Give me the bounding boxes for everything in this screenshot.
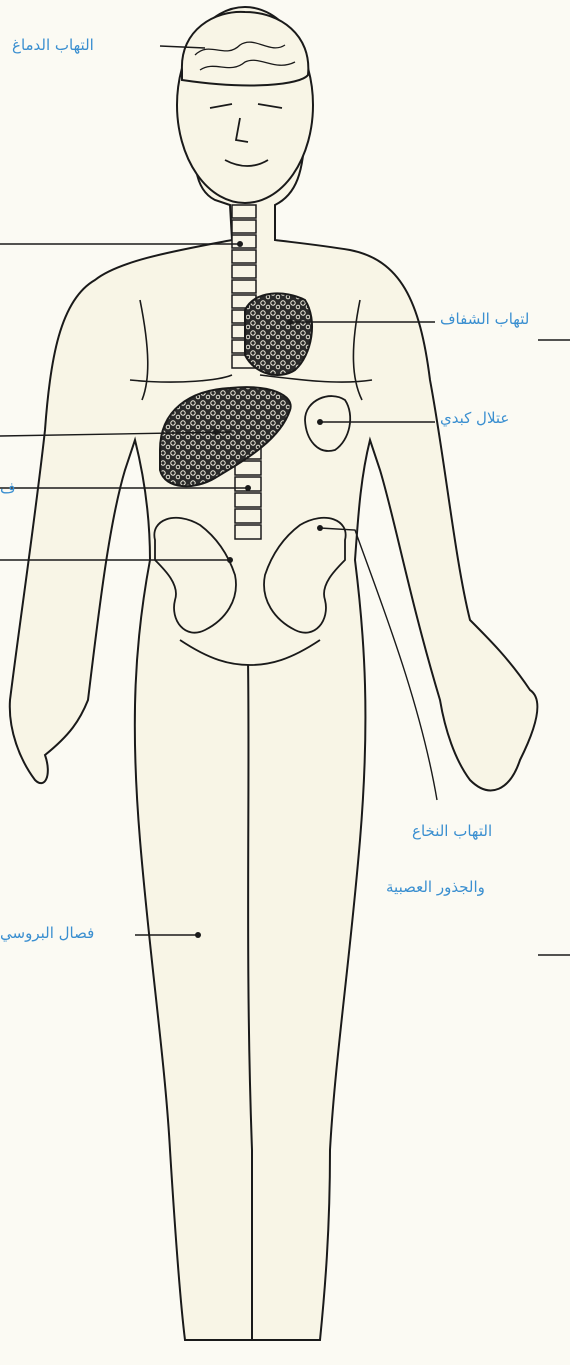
label-liver: عتلال كبدي	[440, 411, 509, 426]
heart-organ	[245, 293, 312, 375]
brain	[182, 12, 308, 86]
label-left-clipped: ف	[0, 481, 16, 496]
label-spinal-line2: والجذور العصبية	[386, 880, 485, 895]
label-brain: التهاب الدماغ	[12, 38, 94, 53]
label-spinal-line1: التهاب النخاع	[412, 824, 492, 839]
spleen-organ	[305, 396, 350, 451]
label-knee: فصال البروسي	[0, 926, 94, 941]
label-pleura: لتهاب الشفاف	[440, 312, 529, 327]
